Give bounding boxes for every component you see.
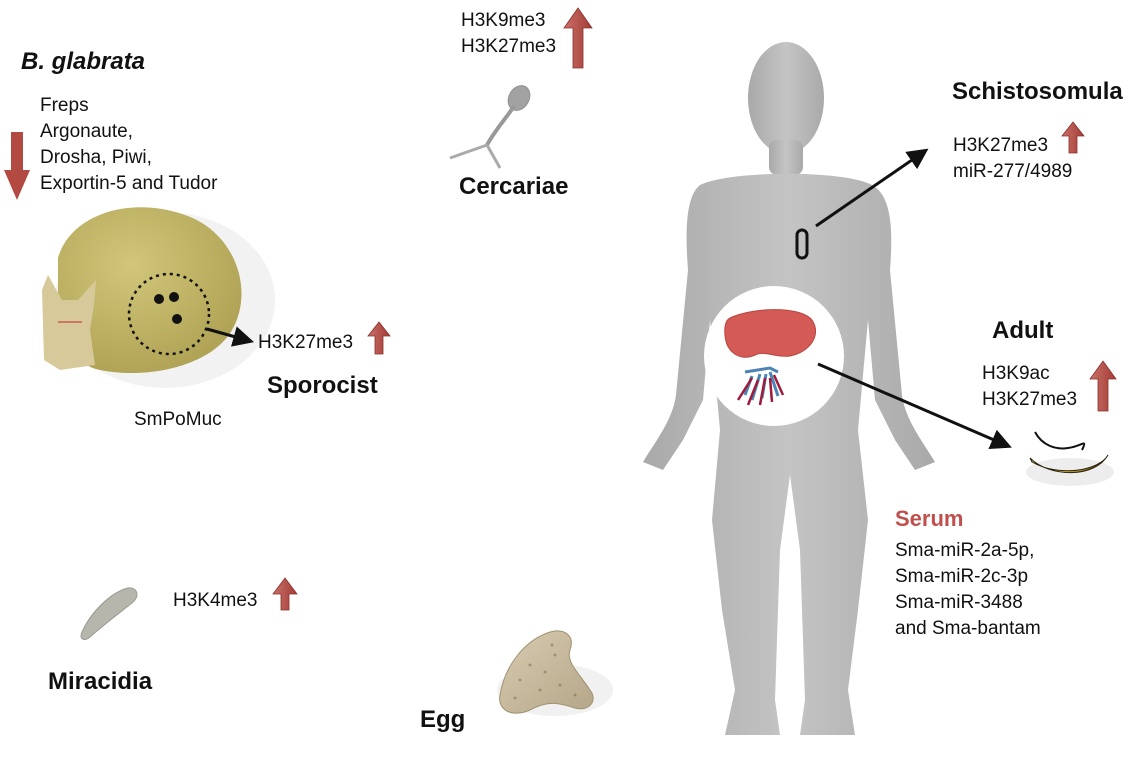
up-arrow-icon bbox=[367, 321, 391, 355]
mark-item: H3K27me3 bbox=[982, 389, 1078, 410]
miracidia-label: Miracidia bbox=[48, 668, 153, 695]
schistosomula-notes: H3K27me3 miR-277/4989 bbox=[953, 133, 1072, 185]
note-item: miR-277/4989 bbox=[953, 161, 1073, 182]
snail-title: B. glabrata bbox=[21, 48, 146, 75]
schistosomula-arrow bbox=[815, 148, 929, 228]
up-arrow-icon bbox=[272, 577, 298, 611]
mark-item: H3K27me3 bbox=[461, 36, 557, 57]
adult-worm-illustration bbox=[1026, 431, 1114, 486]
sporocist-arrow bbox=[206, 326, 255, 347]
gene-item: Exportin-5 and Tudor bbox=[40, 173, 218, 194]
egg-label: Egg bbox=[420, 706, 466, 733]
snail-illustration bbox=[42, 207, 275, 388]
miracidia-mark: H3K4me3 bbox=[173, 590, 258, 611]
serum-mirna-list: Sma-miR-2a-5p, Sma-miR-2c-3p Sma-miR-348… bbox=[895, 538, 1041, 642]
mark-item: H3K9me3 bbox=[461, 10, 546, 31]
mirna-item: Sma-miR-3488 bbox=[895, 592, 1023, 613]
liver-illustration bbox=[704, 286, 844, 426]
mirna-item: Sma-miR-2c-3p bbox=[895, 566, 1029, 587]
cercariae-label: Cercariae bbox=[459, 173, 569, 200]
schistosomula-label: Schistosomula bbox=[952, 78, 1123, 105]
serum-title: Serum bbox=[895, 506, 964, 531]
down-arrow-icon bbox=[4, 132, 30, 200]
adult-label: Adult bbox=[992, 317, 1054, 344]
smpomuc-caption: SmPoMuc bbox=[134, 409, 222, 430]
miracidium-illustration bbox=[80, 587, 138, 640]
adult-marks: H3K9ac H3K27me3 bbox=[982, 361, 1077, 413]
human-body-silhouette bbox=[643, 42, 935, 735]
gene-item: Freps bbox=[40, 95, 89, 116]
gene-item: Drosha, Piwi, bbox=[40, 147, 152, 168]
adult-arrow bbox=[817, 362, 1012, 449]
note-item: H3K27me3 bbox=[953, 135, 1049, 156]
mark-item: H3K9ac bbox=[982, 363, 1050, 384]
cercariae-marks: H3K9me3 H3K27me3 bbox=[461, 8, 556, 60]
snail-gene-list: Freps Argonaute, Drosha, Piwi, Exportin-… bbox=[40, 93, 217, 197]
mirna-item: and Sma-bantam bbox=[895, 618, 1041, 639]
cercaria-illustration bbox=[449, 85, 531, 169]
up-arrow-icon bbox=[563, 7, 593, 69]
sporocist-mark: H3K27me3 bbox=[258, 332, 354, 353]
schistosomula-worm-icon bbox=[795, 228, 809, 260]
gene-item: Argonaute, bbox=[40, 121, 133, 142]
mirna-item: Sma-miR-2a-5p, bbox=[895, 540, 1035, 561]
up-arrow-icon bbox=[1061, 121, 1085, 154]
egg-illustration bbox=[497, 630, 613, 716]
sporocist-label: Sporocist bbox=[267, 372, 378, 399]
up-arrow-icon bbox=[1089, 360, 1117, 412]
